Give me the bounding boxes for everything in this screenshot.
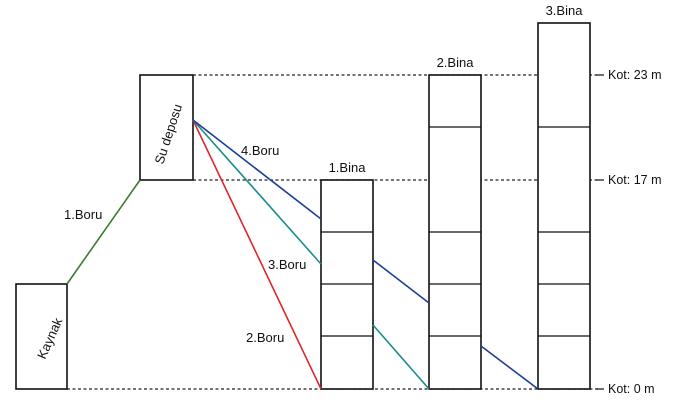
pipe-1 [66,179,141,285]
level-label-17m: Kot: 17 m [608,173,662,187]
level-label-23m: Kot: 23 m [608,68,662,82]
level-label-0m: Kot: 0 m [608,382,655,396]
pipe-4-segment [192,119,322,220]
bina3-box [537,22,591,390]
bina1-label: 1.Bina [329,160,367,175]
pipe-2 [192,119,322,390]
pipe-3-segment [192,119,322,265]
pipe-3-label: 3.Boru [268,257,306,272]
pipe-4-segment [372,259,430,304]
pipe-3-segment [372,324,430,390]
kaynak-box [15,283,68,390]
bina2-label: 2.Bina [437,55,475,70]
pipe-2-label: 2.Boru [246,330,284,345]
pipe-1-label: 1.Boru [64,207,102,222]
pipe-4-label: 4.Boru [241,143,279,158]
bina3-label: 3.Bina [546,3,584,18]
su-deposu-box [139,74,194,181]
pipe-4-segment [480,345,539,390]
